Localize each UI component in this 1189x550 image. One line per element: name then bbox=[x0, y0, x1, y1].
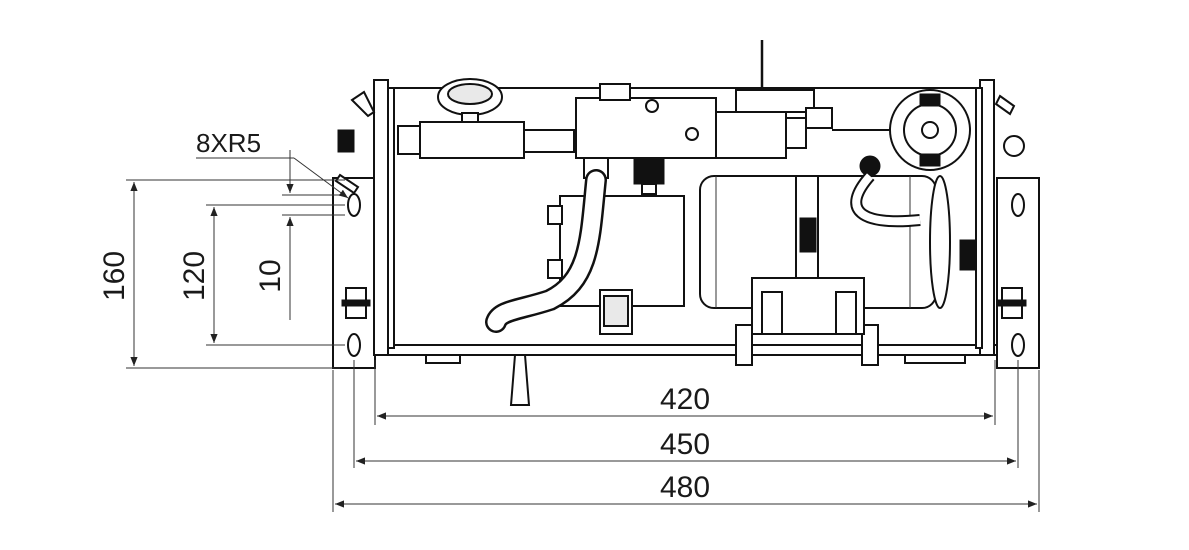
dim-label-480: 480 bbox=[660, 471, 710, 504]
dim-label-420: 420 bbox=[660, 383, 710, 416]
frame bbox=[332, 79, 1040, 406]
dim-label-160: 160 bbox=[98, 251, 131, 301]
pump-motor bbox=[485, 155, 951, 335]
mount-hole bbox=[1011, 193, 1025, 217]
dim-label-10: 10 bbox=[254, 259, 287, 292]
left-mounting-bracket bbox=[332, 79, 395, 369]
mount-hole bbox=[347, 333, 361, 357]
right-mounting-bracket bbox=[959, 79, 1040, 369]
dim-label-450: 450 bbox=[660, 428, 710, 461]
hole-radius-label: 8XR5 bbox=[196, 128, 261, 158]
pressure-gauge bbox=[437, 78, 503, 126]
electrical-connector bbox=[889, 89, 971, 171]
dim-label-120: 120 bbox=[178, 251, 211, 301]
mount-hole bbox=[1011, 333, 1025, 357]
dimension-lines: 420 450 480 160 120 10 8XR5 bbox=[98, 128, 1040, 512]
valve-assembly bbox=[397, 40, 971, 195]
